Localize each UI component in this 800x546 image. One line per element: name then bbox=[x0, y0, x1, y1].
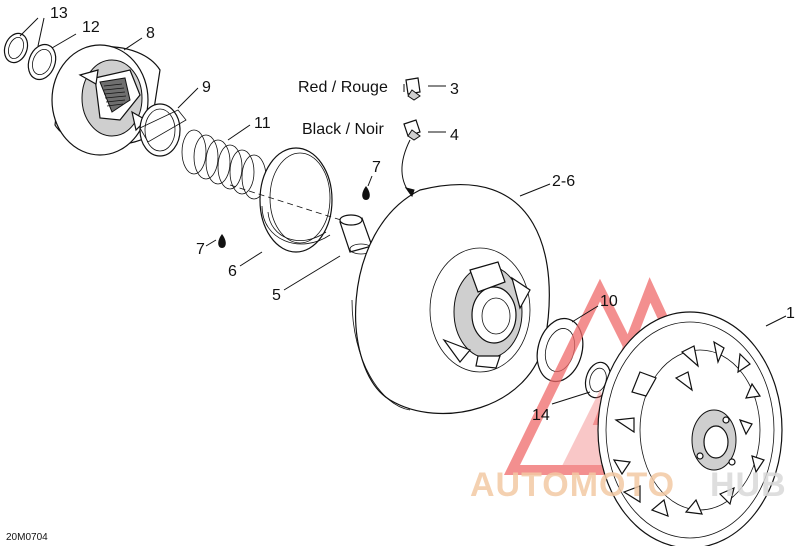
label-7-left: 7 bbox=[196, 241, 205, 258]
part-6-cover bbox=[259, 147, 333, 253]
part-8-spider-cam bbox=[51, 44, 161, 156]
watermark-hub: HUB bbox=[710, 466, 787, 504]
part-13-snap-ring bbox=[3, 32, 29, 64]
label-9: 9 bbox=[202, 79, 211, 96]
part-12-washer bbox=[27, 43, 57, 81]
part-7-grease-drop-right bbox=[362, 186, 370, 200]
label-4: 4 bbox=[450, 127, 459, 144]
label-13: 13 bbox=[50, 5, 68, 22]
part-3-red-connector bbox=[403, 77, 421, 101]
part-4-black-connector bbox=[403, 119, 421, 141]
label-10: 10 bbox=[600, 293, 618, 310]
part-5-bushing bbox=[339, 214, 373, 255]
label-black-noir: Black / Noir bbox=[302, 121, 384, 138]
label-7-right: 7 bbox=[372, 159, 381, 176]
label-3: 3 bbox=[450, 81, 459, 98]
label-12: 12 bbox=[82, 19, 100, 36]
label-11: 11 bbox=[254, 115, 271, 132]
leader-lines bbox=[19, 17, 787, 405]
part-9-ring bbox=[139, 103, 187, 157]
label-14: 14 bbox=[532, 407, 550, 424]
label-1: 1 bbox=[786, 305, 795, 322]
part-11-spring bbox=[181, 129, 267, 200]
axis-line bbox=[229, 184, 361, 227]
part-1-fixed-sheave bbox=[597, 311, 783, 546]
label-2-6: 2-6 bbox=[552, 173, 575, 190]
part-2-6-sliding-sheave bbox=[351, 184, 550, 414]
label-8: 8 bbox=[146, 25, 155, 42]
label-red-rouge: Red / Rouge bbox=[298, 79, 388, 96]
label-6: 6 bbox=[228, 263, 237, 280]
drawing-code: 20M0704 bbox=[6, 532, 48, 543]
watermark-automoto: AUTOMOTO bbox=[470, 466, 675, 504]
part-7-grease-drop-left bbox=[218, 234, 226, 248]
label-5: 5 bbox=[272, 287, 281, 304]
watermark-text: AUTOMOTO HUB bbox=[470, 466, 787, 504]
